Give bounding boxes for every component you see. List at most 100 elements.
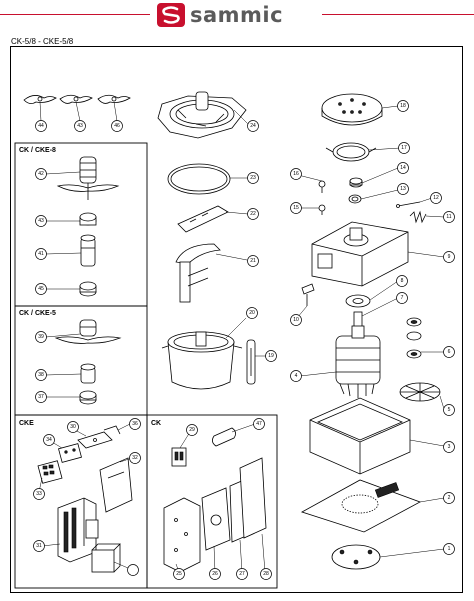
callout-5: 5 bbox=[443, 404, 455, 416]
blade-assembly-part-39 bbox=[54, 319, 122, 344]
svg-text:24: 24 bbox=[250, 123, 256, 129]
callout-24: 24 bbox=[247, 120, 259, 132]
svg-text:9: 9 bbox=[448, 254, 451, 260]
svg-text:46: 46 bbox=[114, 123, 120, 129]
svg-text:23: 23 bbox=[250, 175, 256, 181]
callout-25: 25 bbox=[173, 568, 185, 580]
bushing-part-43b bbox=[79, 212, 97, 226]
callout-21: 21 bbox=[247, 255, 259, 267]
header-rule-right bbox=[322, 14, 474, 15]
svg-text:6: 6 bbox=[448, 349, 451, 355]
screw-part-16 bbox=[318, 180, 326, 193]
nut-part-14 bbox=[349, 177, 363, 188]
callout-30: 30 bbox=[67, 421, 79, 433]
blade-disc-part-44 bbox=[23, 95, 57, 104]
callout-42: 42 bbox=[35, 168, 47, 180]
blade-disc-part-43 bbox=[59, 94, 93, 104]
svg-text:43: 43 bbox=[77, 123, 83, 129]
callout-2: 2 bbox=[443, 492, 455, 504]
svg-text:15: 15 bbox=[293, 205, 299, 211]
callout-36: 36 bbox=[129, 418, 141, 430]
svg-text:4: 4 bbox=[295, 373, 298, 379]
svg-text:8: 8 bbox=[401, 278, 404, 284]
svg-text:18: 18 bbox=[400, 103, 406, 109]
svg-text:36: 36 bbox=[132, 421, 138, 427]
callout-38: 38 bbox=[35, 369, 47, 381]
callout-9: 9 bbox=[443, 251, 455, 263]
svg-text:13: 13 bbox=[400, 186, 406, 192]
callout-28: 28 bbox=[260, 568, 272, 580]
section-label-cke: CKE bbox=[19, 420, 34, 427]
svg-text:31: 31 bbox=[36, 543, 42, 549]
callout-45: 45 bbox=[35, 283, 47, 295]
svg-text:29: 29 bbox=[189, 427, 195, 433]
svg-text:7: 7 bbox=[401, 295, 404, 301]
svg-text:26: 26 bbox=[212, 571, 218, 577]
section-label-ck-cke-8: CK / CKE-8 bbox=[19, 147, 56, 154]
bowl-part-20 bbox=[161, 331, 243, 390]
header-rule-left bbox=[0, 14, 150, 15]
clamp-ring-part-17 bbox=[325, 142, 377, 162]
mounting-plate-part-25 bbox=[163, 497, 201, 573]
motor-part-4 bbox=[335, 325, 381, 398]
svg-text:39: 39 bbox=[38, 334, 44, 340]
scraper-arm-part-21 bbox=[175, 243, 221, 303]
callout-44: 44 bbox=[35, 120, 47, 132]
callout-43b: 43 bbox=[35, 215, 47, 227]
scraper-part-22 bbox=[177, 205, 229, 233]
ring-part-37 bbox=[79, 390, 97, 405]
lid-part-24 bbox=[157, 91, 247, 139]
bracket-part-30 bbox=[77, 431, 113, 449]
callout-23: 23 bbox=[247, 172, 259, 184]
callout-1: 1 bbox=[443, 543, 455, 555]
svg-text:12: 12 bbox=[433, 195, 439, 201]
callout-6: 6 bbox=[443, 346, 455, 358]
svg-text:14: 14 bbox=[400, 165, 406, 171]
header: sammic bbox=[0, 0, 474, 30]
svg-text:33: 33 bbox=[36, 491, 42, 497]
svg-text:38: 38 bbox=[38, 372, 44, 378]
callout-19: 19 bbox=[265, 350, 277, 362]
callout-34: 34 bbox=[43, 434, 55, 446]
svg-text:19: 19 bbox=[268, 353, 274, 359]
section-box-ck bbox=[146, 414, 278, 589]
electronics-block-part-31 bbox=[57, 497, 99, 563]
hub-part-41 bbox=[80, 234, 96, 267]
bolt-part-10 bbox=[301, 283, 315, 306]
sammic-logo-icon bbox=[157, 3, 185, 27]
fan-part-5 bbox=[399, 382, 441, 402]
callout-7: 7 bbox=[396, 292, 408, 304]
svg-text:27: 27 bbox=[239, 571, 245, 577]
switch-part-29 bbox=[171, 447, 187, 467]
bearing-part-6 bbox=[406, 317, 422, 359]
callout-39: 39 bbox=[35, 331, 47, 343]
section-label-ck-cke-5: CK / CKE-5 bbox=[19, 310, 56, 317]
callout-12: 12 bbox=[430, 192, 442, 204]
svg-text:32: 32 bbox=[132, 455, 138, 461]
capacitor-part-47 bbox=[212, 427, 236, 447]
svg-text:2: 2 bbox=[448, 495, 451, 501]
base-part-3 bbox=[309, 397, 411, 475]
callout-26: 26 bbox=[209, 568, 221, 580]
callout-50 bbox=[127, 564, 139, 576]
svg-text:20: 20 bbox=[249, 310, 255, 316]
svg-text:34: 34 bbox=[46, 437, 52, 443]
bracket-part-36 bbox=[103, 425, 121, 435]
callout-32: 32 bbox=[129, 452, 141, 464]
svg-text:47: 47 bbox=[256, 421, 262, 427]
ring-part-45 bbox=[79, 281, 97, 297]
blade-assembly-part-42 bbox=[56, 156, 120, 200]
section-label-ck: CK bbox=[151, 420, 161, 427]
callout-17: 17 bbox=[398, 142, 410, 154]
svg-text:44: 44 bbox=[38, 123, 44, 129]
handle-part-19 bbox=[246, 339, 256, 385]
svg-text:1: 1 bbox=[448, 546, 451, 552]
svg-text:21: 21 bbox=[250, 258, 256, 264]
svg-text:3: 3 bbox=[448, 444, 451, 450]
diagram-frame bbox=[10, 46, 463, 593]
spring-part-11 bbox=[409, 210, 427, 224]
foot-plate-part-1 bbox=[331, 544, 381, 570]
coupling-part-8 bbox=[345, 294, 371, 308]
callout-8: 8 bbox=[396, 275, 408, 287]
svg-text:42: 42 bbox=[38, 171, 44, 177]
